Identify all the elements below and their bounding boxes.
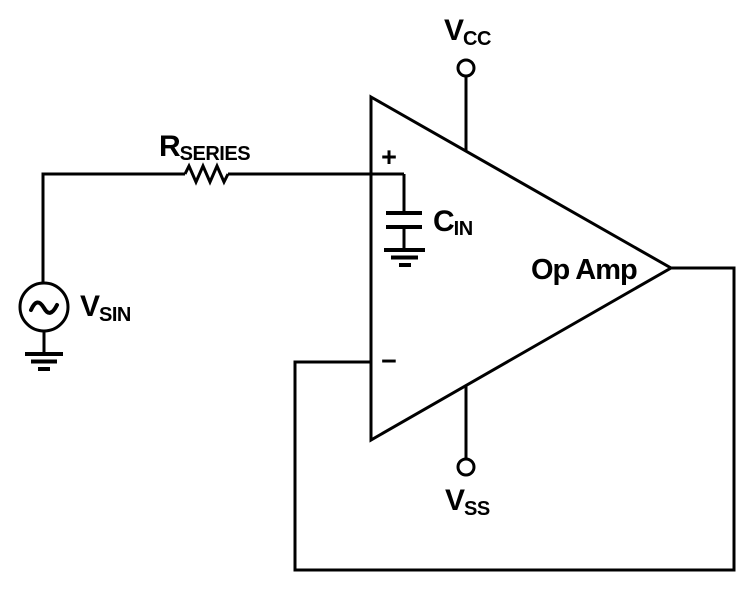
vcc-label: VCC bbox=[444, 14, 491, 50]
vss-terminal-circle bbox=[456, 457, 476, 477]
vss-label-main: V bbox=[445, 484, 465, 517]
source-label-main: V bbox=[80, 290, 100, 323]
capacitor-label-sub: IN bbox=[454, 218, 473, 240]
opamp-label: Op Amp bbox=[531, 254, 637, 286]
sine-wave-glyph bbox=[29, 300, 59, 315]
ground-icon bbox=[25, 352, 63, 371]
feedback-wire bbox=[293, 266, 736, 572]
capacitor-label: CIN bbox=[433, 205, 473, 240]
source-label: VSIN bbox=[80, 290, 131, 326]
vcc-terminal bbox=[456, 58, 476, 151]
vss-label-sub: SS bbox=[464, 498, 490, 520]
resistor-label-main: R bbox=[159, 130, 181, 163]
inverting-input-label: − bbox=[381, 346, 397, 376]
vcc-label-sub: CC bbox=[463, 28, 491, 50]
noninverting-input-label: + bbox=[381, 142, 397, 172]
capacitor-label-main: C bbox=[433, 205, 454, 238]
resistor-label: RSERIES bbox=[159, 130, 250, 165]
vcc-label-main: V bbox=[444, 14, 464, 47]
opamp-triangle bbox=[369, 94, 675, 443]
sine-source-icon bbox=[18, 281, 70, 371]
ground-icon bbox=[384, 248, 425, 267]
vss-label: VSS bbox=[445, 484, 490, 520]
source-label-sub: SIN bbox=[99, 304, 131, 326]
vss-terminal bbox=[456, 385, 476, 477]
vcc-terminal-circle bbox=[456, 58, 476, 78]
capacitor-icon bbox=[384, 174, 425, 267]
resistor-label-sub: SERIES bbox=[180, 143, 251, 165]
resistor-icon bbox=[183, 162, 230, 186]
